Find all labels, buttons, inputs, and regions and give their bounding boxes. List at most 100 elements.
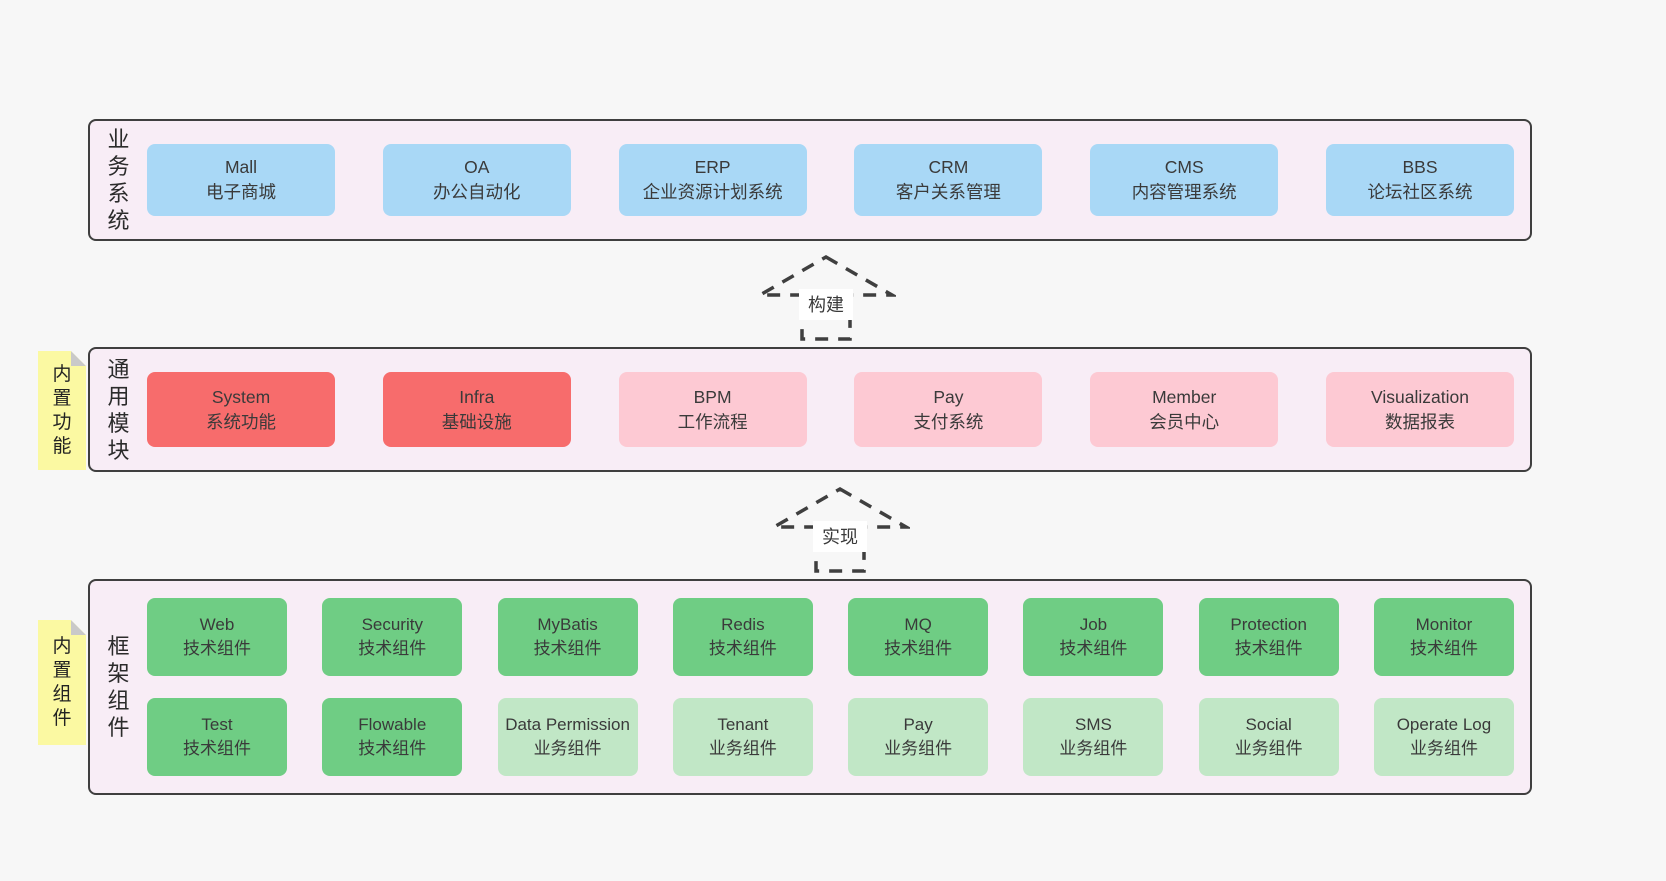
box-job: Job 技术组件 xyxy=(1023,598,1164,676)
box-name: Mall xyxy=(224,157,258,177)
arrow-build-label: 构建 xyxy=(808,295,844,315)
panel-side-label: 通用模块 xyxy=(90,349,147,470)
panel-common-modules: 通用模块 System 系统功能 Infra 基础设施 BPM 工作流程 Pay… xyxy=(88,347,1532,472)
box-desc: 技术组件 xyxy=(1234,639,1303,658)
sticky-note-text: 内置组件 xyxy=(52,635,72,729)
up-arrow-icon: 构建 xyxy=(753,254,899,341)
box-desc: 技术组件 xyxy=(183,739,251,758)
business-boxes-row: Mall 电子商城 OA 办公自动化 ERP 企业资源计划系统 CRM 客户关系… xyxy=(147,121,1530,239)
panel-framework-components: 框架组件 Web 技术组件 Security 技术组件 MyBatis 技术组件… xyxy=(88,579,1532,795)
box-desc: 技术组件 xyxy=(708,639,777,658)
panel-side-label: 业务系统 xyxy=(90,121,147,239)
box-name: MyBatis xyxy=(537,615,598,634)
box-name: MQ xyxy=(904,615,932,634)
box-desc: 技术组件 xyxy=(358,639,427,658)
box-name: Operate Log xyxy=(1396,715,1492,734)
panel-side-label: 框架组件 xyxy=(90,581,147,793)
box-desc: 客户关系管理 xyxy=(895,182,1001,202)
up-arrow-icon: 实现 xyxy=(767,486,913,573)
box-sms: SMS 业务组件 xyxy=(1023,698,1164,776)
box-desc: 内容管理系统 xyxy=(1131,182,1237,202)
box-desc: 技术组件 xyxy=(358,739,427,758)
modules-layer-title: 通用模块 xyxy=(107,356,130,463)
box-name: Job xyxy=(1079,615,1108,634)
sticky-note-text: 内置功能 xyxy=(52,363,72,457)
box-social: Social 业务组件 xyxy=(1198,698,1339,776)
box-desc: 技术组件 xyxy=(533,639,602,658)
box-security: Security 技术组件 xyxy=(322,598,463,676)
box-desc: 基础设施 xyxy=(441,411,512,432)
box-name: CMS xyxy=(1164,157,1204,177)
box-name: Protection xyxy=(1230,615,1307,634)
box-name: CRM xyxy=(928,157,969,177)
box-desc: 业务组件 xyxy=(708,739,777,758)
components-rows: Web 技术组件 Security 技术组件 MyBatis 技术组件 Redi… xyxy=(147,581,1530,793)
modules-boxes-row: System 系统功能 Infra 基础设施 BPM 工作流程 Pay 支付系统… xyxy=(147,349,1530,470)
box-name: OA xyxy=(464,157,490,177)
box-web: Web 技术组件 xyxy=(147,598,287,676)
box-name: Pay xyxy=(933,386,964,407)
box-desc: 支付系统 xyxy=(913,411,984,432)
box-pay-module: Pay 支付系统 xyxy=(854,372,1043,447)
arrow-implement-label: 实现 xyxy=(822,527,858,547)
box-desc: 业务组件 xyxy=(884,739,953,758)
box-test: Test 技术组件 xyxy=(147,698,287,776)
box-desc: 论坛社区系统 xyxy=(1367,182,1473,202)
box-name: Member xyxy=(1152,386,1217,407)
box-desc: 业务组件 xyxy=(1059,739,1128,758)
box-system: System 系统功能 xyxy=(147,372,335,447)
box-desc: 系统功能 xyxy=(206,411,276,432)
box-crm: CRM 客户关系管理 xyxy=(854,144,1043,216)
box-desc: 电子商城 xyxy=(206,182,276,202)
box-desc: 办公自动化 xyxy=(433,182,521,202)
box-visualization: Visualization 数据报表 xyxy=(1325,372,1514,447)
box-desc: 业务组件 xyxy=(1234,739,1303,758)
box-redis: Redis 技术组件 xyxy=(672,598,813,676)
box-tenant: Tenant 业务组件 xyxy=(672,698,813,776)
box-desc: 业务组件 xyxy=(1409,739,1478,758)
box-name: SMS xyxy=(1074,715,1112,734)
box-mall: Mall 电子商城 xyxy=(147,144,335,216)
box-desc: 工作流程 xyxy=(677,411,748,432)
sticky-note-builtin-components: 内置组件 xyxy=(38,620,86,745)
box-bbs: BBS 论坛社区系统 xyxy=(1325,144,1514,216)
box-name: BBS xyxy=(1402,157,1438,177)
components-row-1: Web 技术组件 Security 技术组件 MyBatis 技术组件 Redi… xyxy=(147,598,1514,676)
box-name: Data Permission xyxy=(505,715,630,734)
box-desc: 技术组件 xyxy=(183,639,251,658)
box-protection: Protection 技术组件 xyxy=(1198,598,1339,676)
box-desc: 数据报表 xyxy=(1384,411,1455,432)
box-oa: OA 办公自动化 xyxy=(382,144,571,216)
box-name: Monitor xyxy=(1415,615,1473,634)
box-erp: ERP 企业资源计划系统 xyxy=(618,144,807,216)
box-infra: Infra 基础设施 xyxy=(382,372,571,447)
components-row-2: Test 技术组件 Flowable 技术组件 Data Permission … xyxy=(147,698,1514,776)
box-bpm: BPM 工作流程 xyxy=(618,372,807,447)
panel-business-systems: 业务系统 Mall 电子商城 OA 办公自动化 ERP 企业资源计划系统 CRM… xyxy=(88,119,1532,241)
box-mybatis: MyBatis 技术组件 xyxy=(497,598,638,676)
box-desc: 会员中心 xyxy=(1149,411,1220,432)
box-desc: 业务组件 xyxy=(533,739,602,758)
box-name: System xyxy=(211,386,271,407)
box-name: Redis xyxy=(721,615,765,634)
box-desc: 技术组件 xyxy=(1059,639,1128,658)
box-name: Social xyxy=(1245,715,1292,734)
components-layer-title: 框架组件 xyxy=(107,634,130,740)
box-name: BPM xyxy=(693,386,732,407)
box-data-permission: Data Permission 业务组件 xyxy=(497,698,638,776)
box-member: Member 会员中心 xyxy=(1090,372,1279,447)
box-operate-log: Operate Log 业务组件 xyxy=(1373,698,1514,776)
box-name: Tenant xyxy=(717,715,769,734)
box-name: Test xyxy=(201,715,233,734)
box-monitor: Monitor 技术组件 xyxy=(1373,598,1514,676)
box-desc: 技术组件 xyxy=(1409,639,1478,658)
dashed-up-arrow-build: 构建 xyxy=(753,254,899,342)
business-layer-title: 业务系统 xyxy=(107,127,130,233)
dashed-up-arrow-implement: 实现 xyxy=(767,486,913,574)
box-name: Pay xyxy=(903,715,933,734)
sticky-note-builtin-features: 内置功能 xyxy=(38,351,86,470)
box-desc: 技术组件 xyxy=(884,639,953,658)
box-mq: MQ 技术组件 xyxy=(848,598,989,676)
box-name: Flowable xyxy=(358,715,427,734)
